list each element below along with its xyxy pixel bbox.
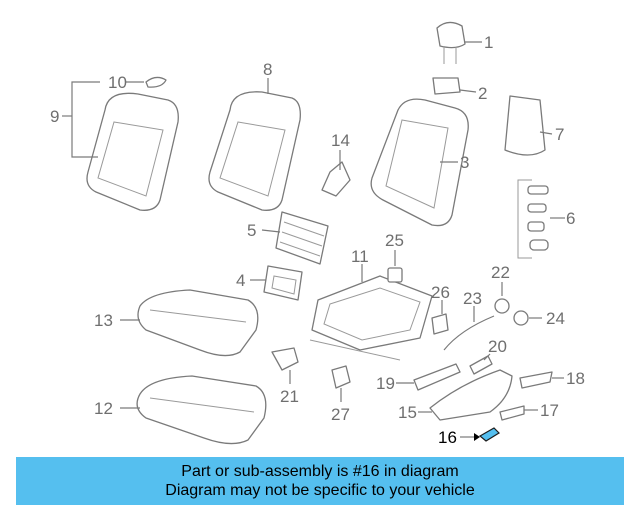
banner-line-part: Part or sub-assembly is #16 in diagram <box>181 463 459 480</box>
callout-13: 13 <box>94 311 113 330</box>
callout-27: 27 <box>331 405 350 424</box>
part-1-headrest <box>436 21 466 64</box>
callout-19: 19 <box>376 374 395 393</box>
callout-18: 18 <box>566 369 585 388</box>
callout-12: 12 <box>94 399 113 418</box>
part-2-guide <box>432 77 461 95</box>
part-3-back-frame <box>370 98 469 227</box>
callout-11: 11 <box>351 247 369 266</box>
part-10-cap <box>145 76 167 88</box>
part-4-lumbar <box>263 265 303 301</box>
part-18-trim <box>519 371 553 389</box>
callout-23: 23 <box>463 289 482 308</box>
part-26-cover <box>431 313 449 335</box>
part-7-panel <box>504 95 546 156</box>
callout-6: 6 <box>566 209 575 228</box>
part-23-cable <box>443 315 495 351</box>
info-banner: Part or sub-assembly is #16 in diagram D… <box>16 457 624 505</box>
callout-26: 26 <box>431 283 450 302</box>
part-27-bracket <box>331 365 351 389</box>
callout-2: 2 <box>478 84 487 103</box>
callout-20: 20 <box>488 337 507 356</box>
banner-line-disclaimer: Diagram may not be specific to your vehi… <box>165 482 475 499</box>
part-13-cushion <box>137 289 259 357</box>
callout-21: 21 <box>280 387 299 406</box>
callout-8: 8 <box>263 60 272 79</box>
callout-7: 7 <box>555 125 564 144</box>
part-19-adjuster <box>413 363 461 391</box>
callout-16: 16 <box>438 428 457 447</box>
part-6-hardware <box>517 179 549 259</box>
part-25-clip <box>387 267 403 283</box>
callout-3: 3 <box>460 153 469 172</box>
part-21-bracket <box>271 347 299 371</box>
part-9-back-cover <box>86 92 179 211</box>
part-12-cushion-cover <box>136 375 267 445</box>
callout-22: 22 <box>491 263 510 282</box>
callout-24: 24 <box>546 309 565 328</box>
part-15-side-shield <box>429 369 513 421</box>
part-5-spring-panel <box>275 211 329 265</box>
callout-9: 9 <box>50 107 59 126</box>
part-20-spring <box>469 355 493 375</box>
seat-parts-diagram: 1 2 3 4 5 6 7 8 9 10 11 12 13 14 15 16 1… <box>50 21 585 447</box>
callout-14: 14 <box>331 131 350 150</box>
part-24-cap <box>513 310 529 326</box>
part-16-arrowhead <box>474 433 480 441</box>
callout-4: 4 <box>236 271 245 290</box>
callout-1: 1 <box>484 33 493 52</box>
part-14-bracket <box>321 161 351 197</box>
callout-17: 17 <box>540 401 559 420</box>
part-11-seat-frame <box>309 275 433 361</box>
part-16-highlighted[interactable] <box>478 427 500 442</box>
part-8-seat-back <box>208 91 301 211</box>
part-22-knob <box>494 298 510 314</box>
callout-25: 25 <box>385 231 404 250</box>
callout-10: 10 <box>108 73 127 92</box>
part-17-cover <box>499 405 525 421</box>
callout-15: 15 <box>398 403 417 422</box>
callout-5: 5 <box>247 221 256 240</box>
